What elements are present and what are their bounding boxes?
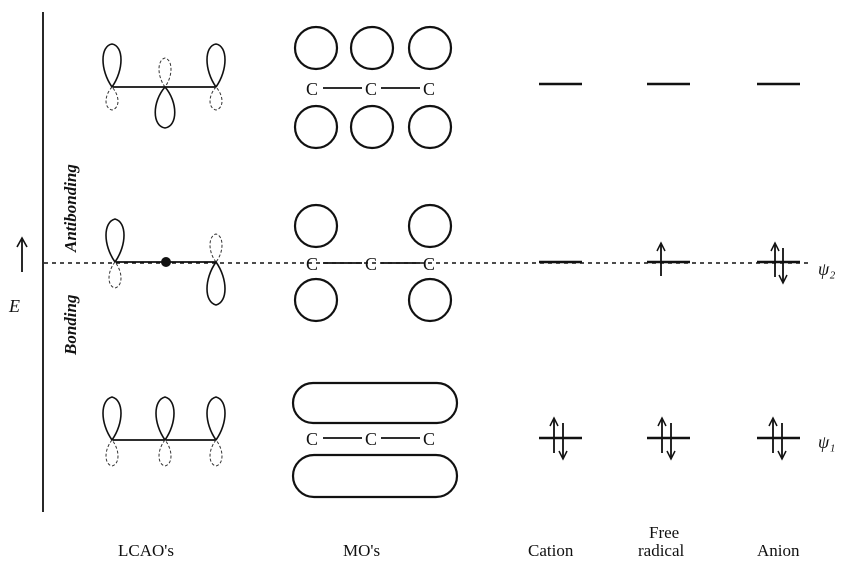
antibonding-label: Antibonding [61,164,80,253]
column-label-lcao: LCAO's [118,541,174,560]
lcao-psi2 [105,218,226,306]
lcao-psi1 [102,396,226,467]
psi1-label: ψ₁ [818,432,835,452]
levels-psi1 [539,416,800,461]
node-dot [161,257,171,267]
atom-c3: C [423,429,435,449]
electron-up [656,241,666,276]
atom-c2: C [365,429,377,449]
electron-down [778,248,788,285]
electron-up [770,241,780,277]
atom-c1: C [306,79,318,99]
mo-psi2: C C C [293,203,453,323]
mo-psi3: C C C [293,25,453,150]
atom-c2: C [365,254,377,274]
column-label-anion: Anion [757,541,800,560]
atom-c1: C [306,429,318,449]
atom-c3: C [423,254,435,274]
atom-c2: C [365,79,377,99]
lcao-psi3 [102,43,226,129]
atom-c3: C [423,79,435,99]
mo-psi1: C C C [291,381,459,499]
column-label-cation: Cation [528,541,574,560]
column-label-radical: radical [638,541,685,560]
bonding-label: Bonding [61,294,80,356]
atom-c1: C [306,254,318,274]
column-label-free: Free [649,523,679,542]
column-label-mo: MO's [343,541,380,560]
levels-psi2 [539,241,800,285]
energy-label: E [8,296,20,316]
psi2-label: ψ₂ [818,259,835,279]
energy-arrow [16,236,28,272]
